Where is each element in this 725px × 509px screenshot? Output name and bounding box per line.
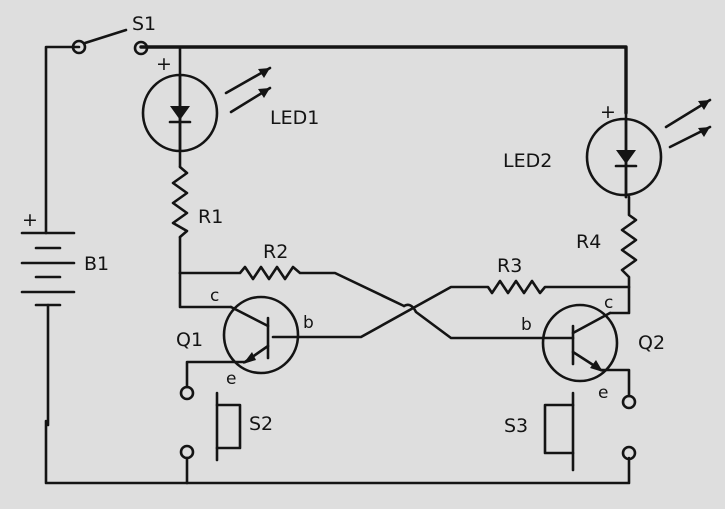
b1-label: B1	[84, 253, 109, 275]
pushbutton-s2: S2	[179, 391, 273, 462]
led1-label: LED1	[270, 107, 319, 129]
pushbutton-s3: S3	[504, 391, 637, 472]
resistor-r1: R1	[171, 165, 223, 239]
q1-label: Q1	[176, 329, 203, 351]
q1-base-label: b	[303, 313, 314, 333]
q1-collector-label: c	[210, 286, 219, 306]
s1-terminal-left	[71, 39, 87, 55]
q1-emitter-label: e	[226, 369, 236, 389]
led2-label: LED2	[503, 150, 552, 172]
led1: + LED1	[141, 45, 319, 275]
s1-terminal-right	[133, 40, 149, 56]
transistor-q2: c b e Q2	[521, 293, 665, 410]
wire-left-top	[44, 45, 81, 235]
wire-top-rail	[139, 45, 628, 115]
s1-label: S1	[132, 13, 156, 35]
r3-label: R3	[497, 255, 522, 277]
battery-b1: + B1	[20, 209, 109, 427]
led1-plus: +	[156, 53, 172, 75]
transistor-q1: c b e Q1	[176, 271, 314, 401]
r1-label: R1	[198, 206, 223, 228]
led2-plus: +	[600, 101, 616, 123]
resistor-r2: R2	[178, 241, 575, 340]
wire-bottom-rail	[44, 419, 631, 485]
q2-emitter-label: e	[598, 383, 608, 403]
led2: + LED2	[503, 98, 712, 199]
q2-label: Q2	[638, 332, 665, 354]
s2-label: S2	[249, 413, 273, 435]
r4-label: R4	[576, 231, 601, 253]
b1-plus: +	[22, 209, 38, 231]
r2-label: R2	[263, 241, 288, 263]
s1-arm	[83, 28, 128, 45]
resistor-r4: R4	[576, 195, 638, 315]
resistor-r3: R3	[271, 255, 631, 339]
switch-s1: S1	[71, 13, 156, 56]
q2-base-label: b	[521, 315, 532, 335]
s3-label: S3	[504, 415, 528, 437]
q2-collector-label: c	[604, 293, 613, 313]
wires	[44, 45, 631, 485]
